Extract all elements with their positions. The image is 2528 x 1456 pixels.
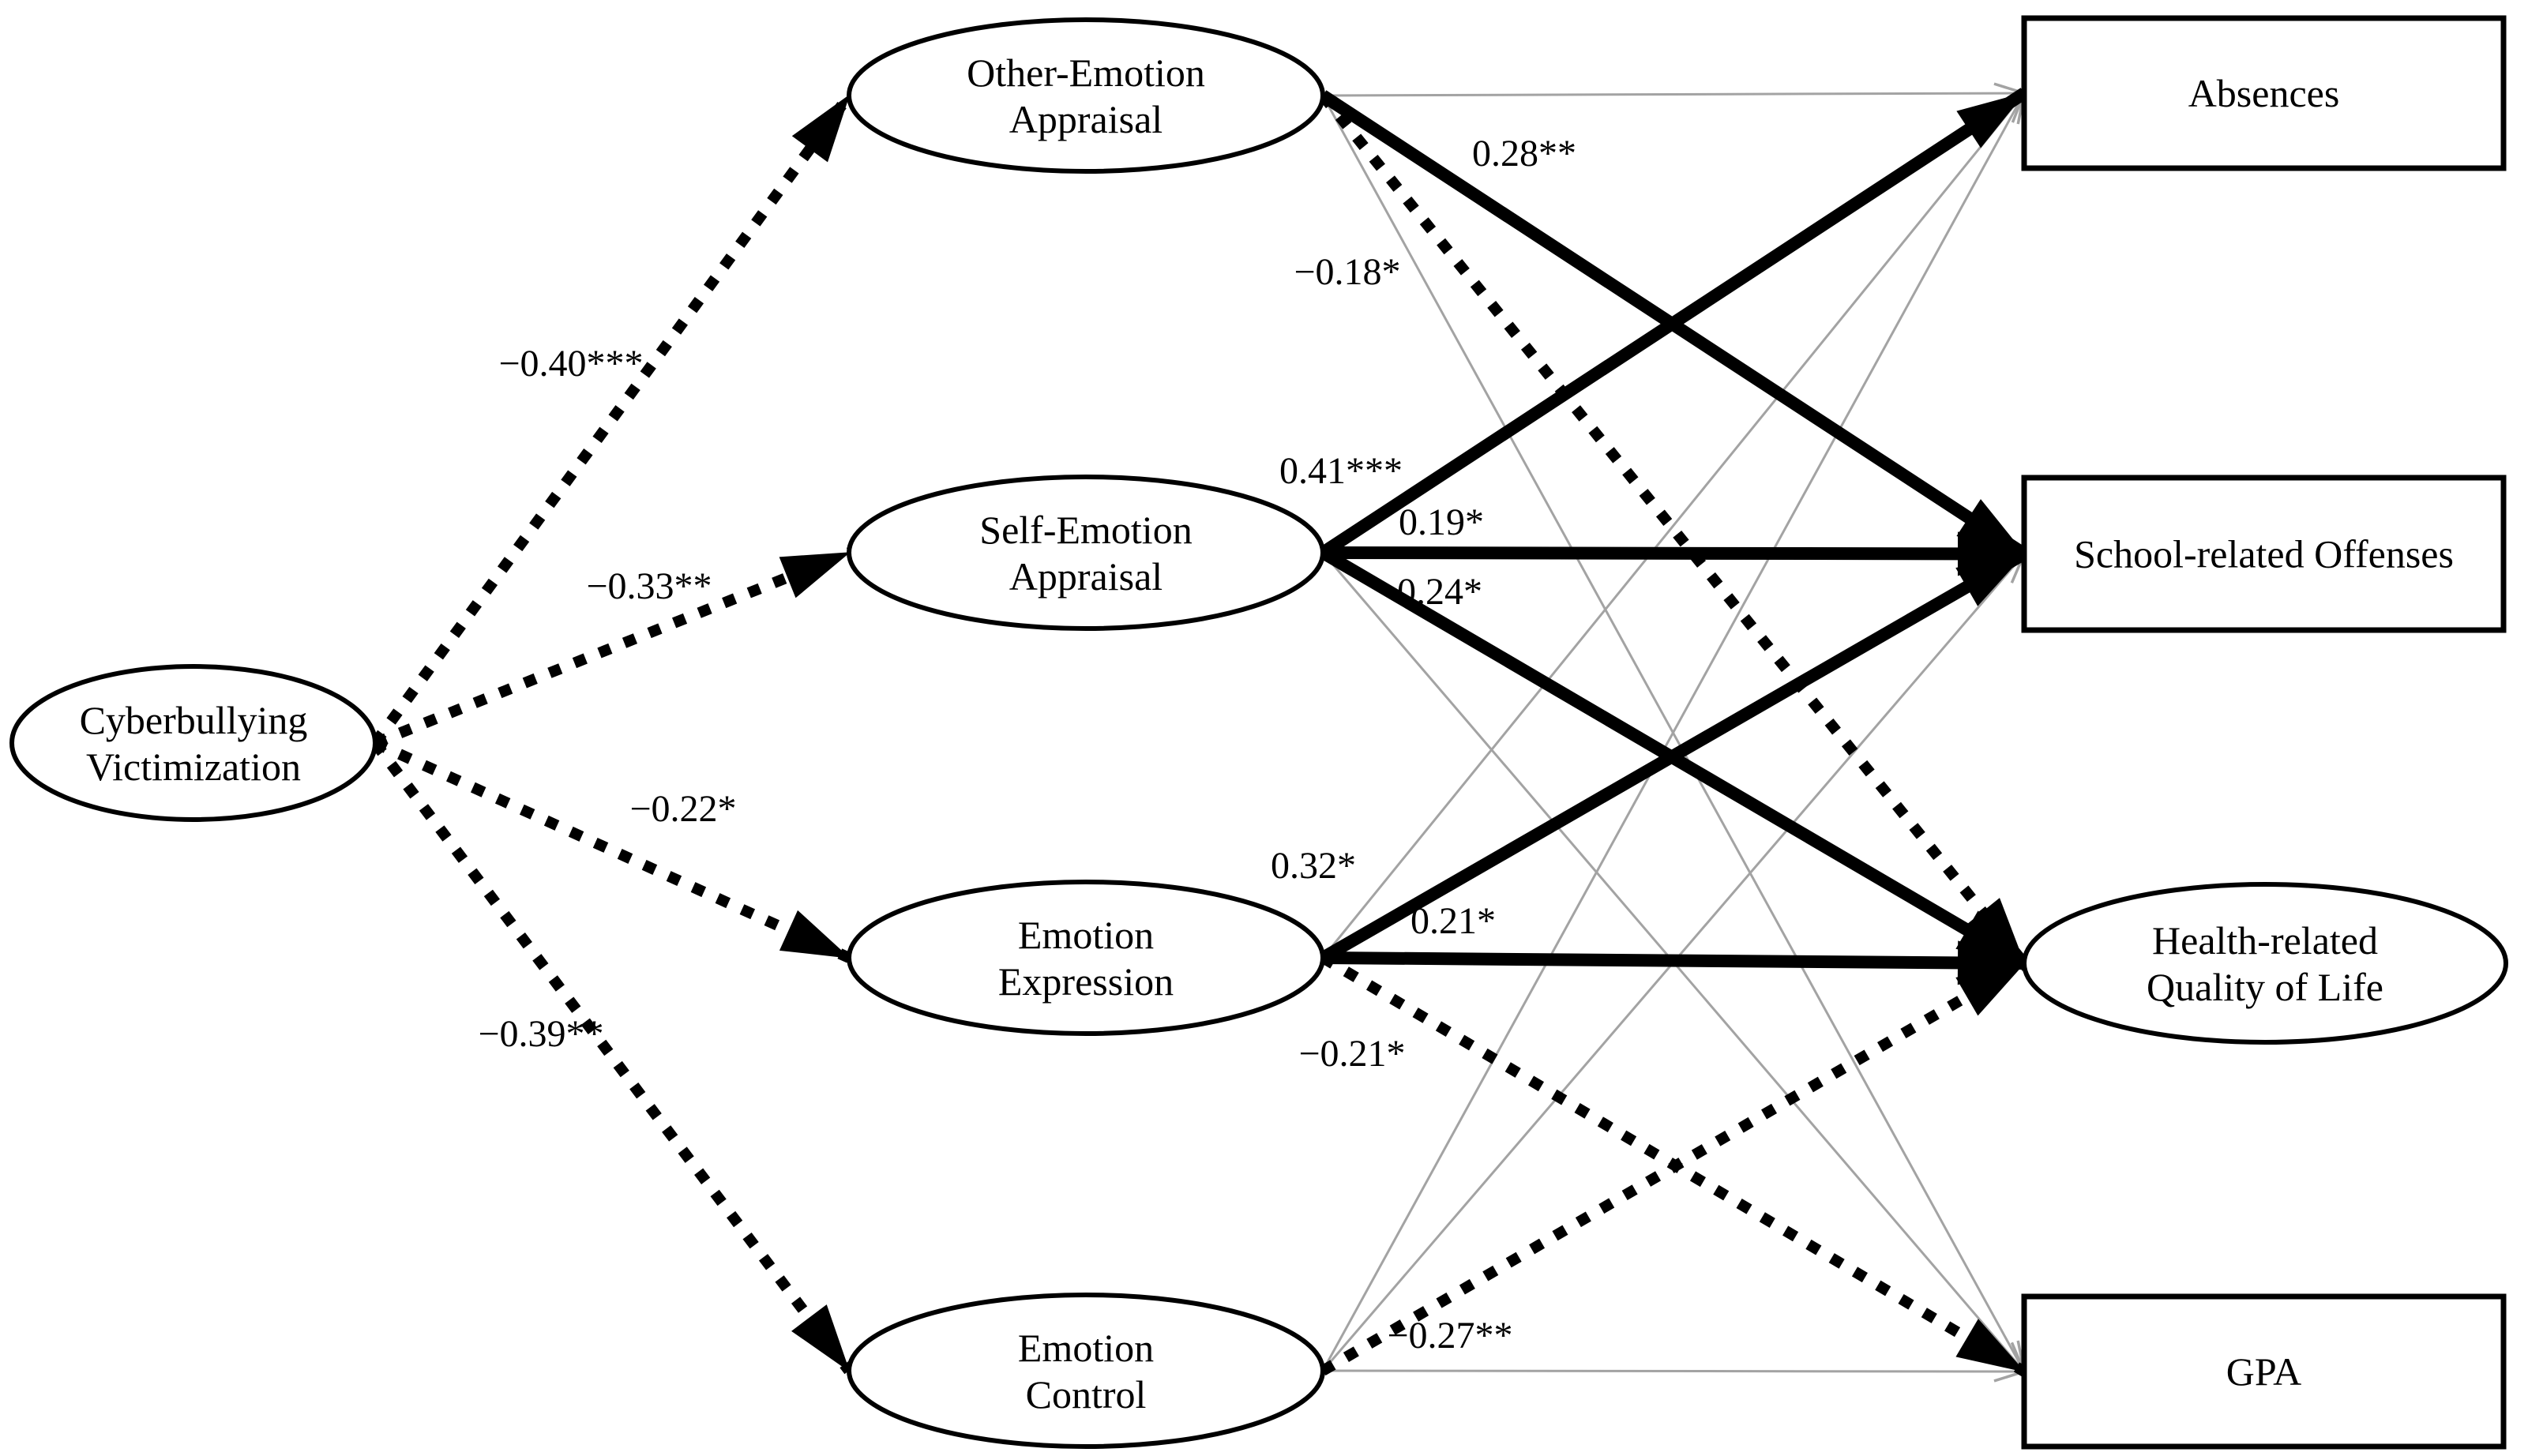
abs-box xyxy=(2021,15,2507,171)
path-ec-abs xyxy=(1321,93,2024,1372)
coef-sea-abs: 0.41*** xyxy=(1279,450,1403,492)
path-ee-abs xyxy=(1321,93,2024,959)
path-sea-off xyxy=(1322,531,2026,576)
path-cv-sea xyxy=(373,547,851,749)
off-box xyxy=(2021,475,2507,633)
path-cv-oea xyxy=(370,92,854,747)
off-label: School-related Offenses xyxy=(2074,532,2454,576)
coefficient-labels-layer: −0.40*** −0.33** −0.22* −0.39** 0.28** −0.18*… xyxy=(478,133,1576,1357)
path-ec-gpa xyxy=(1322,1371,2024,1372)
gpa-label: GPA xyxy=(2226,1349,2301,1394)
path-ec-hrq xyxy=(1320,958,2027,1376)
coef-sea-hrq: 0.24* xyxy=(1397,571,1482,613)
node-abs: Absences xyxy=(2021,15,2507,171)
coef-cv-ee: −0.22* xyxy=(629,788,736,830)
coef-ec-hrq: −0.27** xyxy=(1387,1315,1512,1357)
path-ee-off xyxy=(1320,548,2027,963)
node-gpa: GPA xyxy=(2021,1293,2507,1450)
path-ee-hrq xyxy=(1322,940,2026,985)
path-sea-abs xyxy=(1319,88,2028,558)
coef-ee-gpa: −0.21* xyxy=(1298,1033,1405,1075)
oea-ellipse xyxy=(847,17,1325,174)
coef-cv-ec: −0.39** xyxy=(478,1013,603,1055)
hrq-ellipse xyxy=(2022,882,2508,1045)
sea-ellipse xyxy=(847,475,1325,631)
path-cv-ee xyxy=(373,737,851,963)
path-oea-abs xyxy=(1322,93,2024,96)
ee-ellipse xyxy=(847,880,1325,1036)
path-cv-ec xyxy=(370,739,854,1375)
coef-ee-hrq: 0.21* xyxy=(1410,900,1496,942)
gpa-box xyxy=(2021,1293,2507,1450)
coef-sea-off: 0.19* xyxy=(1399,501,1484,543)
node-off: School-related Offenses xyxy=(2021,475,2507,633)
coef-ee-off: 0.32* xyxy=(1271,845,1356,887)
abs-label: Absences xyxy=(2188,71,2340,115)
ec-ellipse xyxy=(847,1293,1325,1449)
coef-oea-hrq: −0.18* xyxy=(1294,251,1400,293)
coef-cv-oea: −0.40*** xyxy=(498,343,643,385)
coef-cv-sea: −0.33** xyxy=(586,565,712,607)
coef-oea-off: 0.28** xyxy=(1472,133,1576,174)
edges-layer xyxy=(370,88,2029,1376)
cv-ellipse xyxy=(9,664,378,822)
